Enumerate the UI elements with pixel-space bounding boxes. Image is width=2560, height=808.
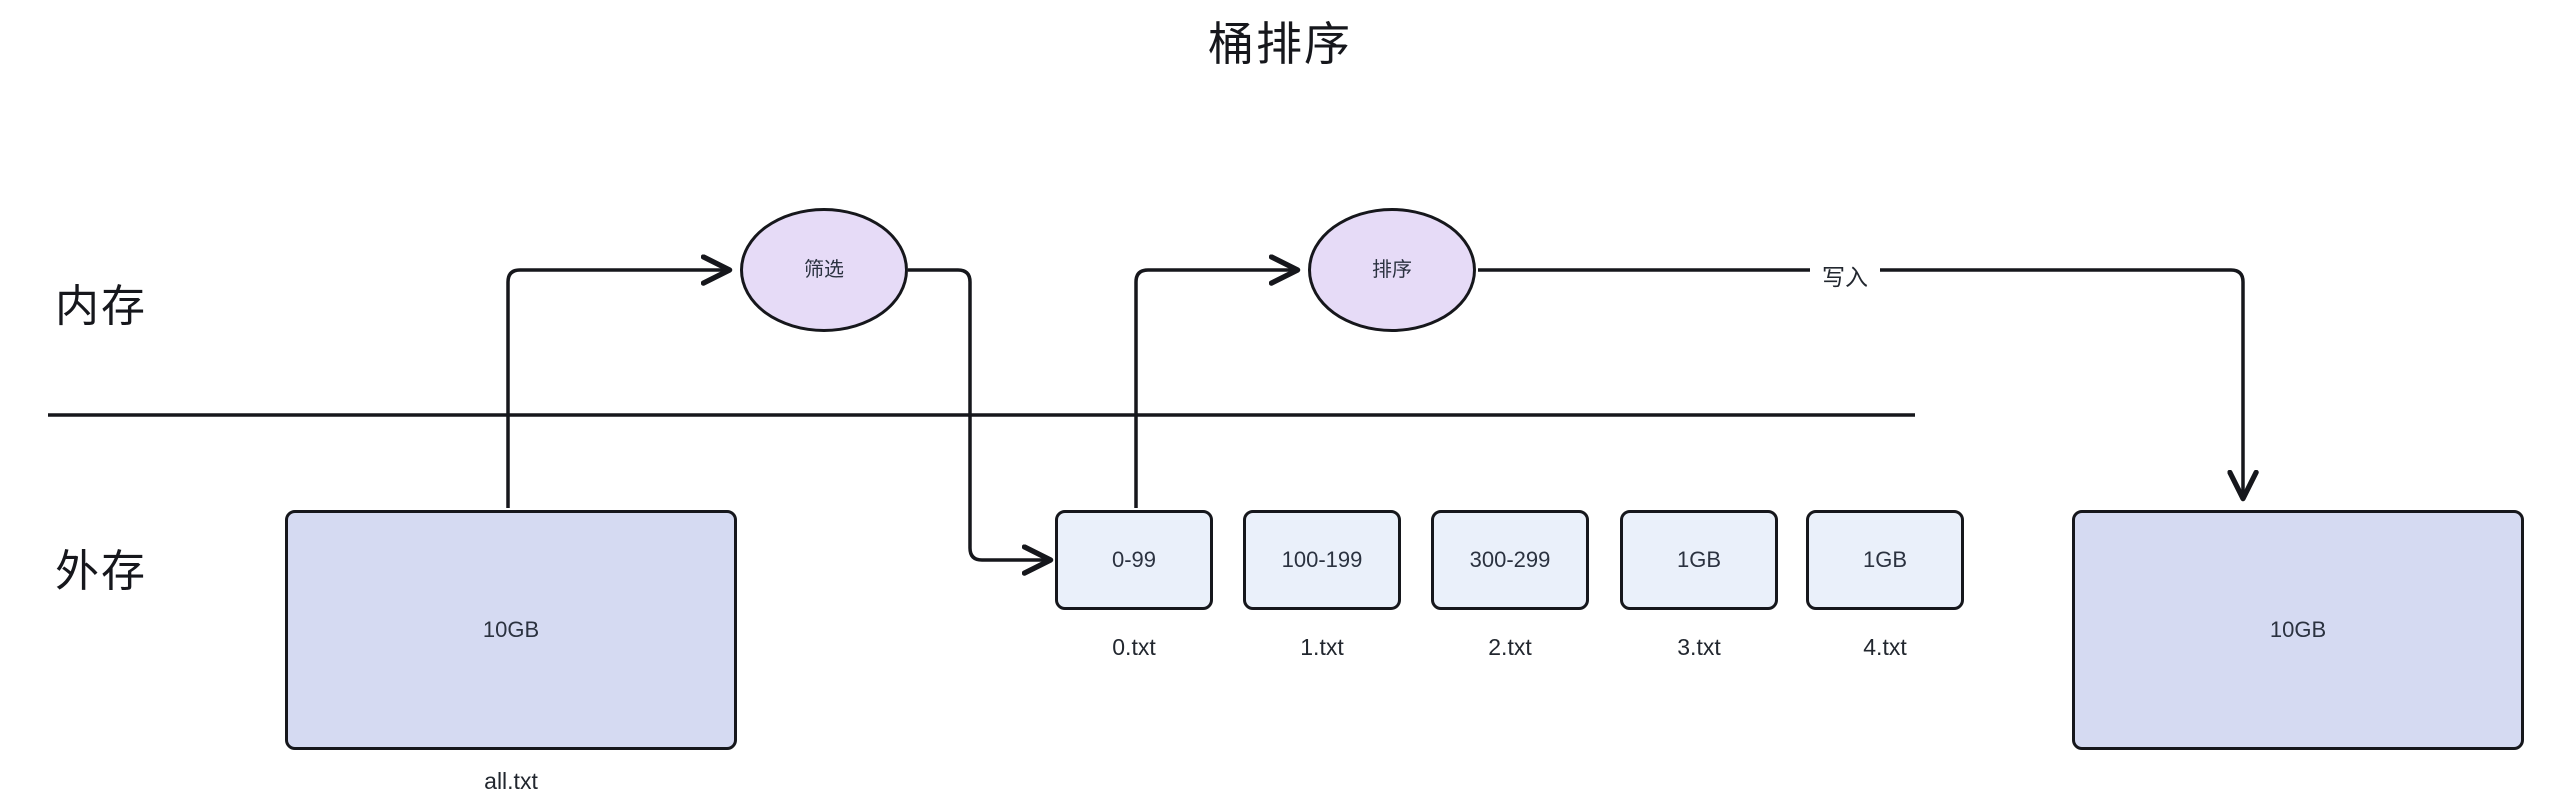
edge-label-write: 写入 bbox=[1810, 256, 1880, 294]
bucket-node-1[interactable]: 100-199 bbox=[1243, 510, 1401, 610]
process-node-filter-label: 筛选 bbox=[804, 259, 844, 281]
edge-source-to-filter bbox=[506, 254, 733, 508]
page-title: 桶排序 bbox=[1208, 18, 1352, 70]
edge-filter-to-bucket0 bbox=[908, 268, 1054, 576]
bucket-node-2[interactable]: 300-299 bbox=[1431, 510, 1589, 610]
bucket-node-4[interactable]: 1GB bbox=[1806, 510, 1964, 610]
bucket-node-0-caption: 0.txt bbox=[1112, 634, 1156, 660]
process-node-filter[interactable]: 筛选 bbox=[740, 208, 908, 332]
storage-node-source-value: 10GB bbox=[482, 616, 540, 642]
zone-label-memory: 内存 bbox=[55, 282, 147, 331]
storage-node-source[interactable]: 10GB bbox=[285, 510, 737, 750]
bucket-node-2-value: 300-299 bbox=[1469, 546, 1551, 572]
bucket-node-0-value: 0-99 bbox=[1111, 546, 1157, 572]
bucket-node-3[interactable]: 1GB bbox=[1620, 510, 1778, 610]
bucket-node-3-caption: 3.txt bbox=[1677, 634, 1721, 660]
storage-node-source-caption: all.txt bbox=[484, 768, 538, 794]
edge-sort-to-result bbox=[1478, 268, 2259, 502]
bucket-node-4-value: 1GB bbox=[1862, 546, 1908, 572]
storage-node-result[interactable]: 10GB bbox=[2072, 510, 2524, 750]
bucket-node-2-caption: 2.txt bbox=[1488, 634, 1532, 660]
bucket-node-1-caption: 1.txt bbox=[1300, 634, 1344, 660]
bucket-node-3-value: 1GB bbox=[1676, 546, 1722, 572]
bucket-node-0[interactable]: 0-99 bbox=[1055, 510, 1213, 610]
process-node-sort[interactable]: 排序 bbox=[1308, 208, 1476, 332]
bucket-node-4-caption: 4.txt bbox=[1863, 634, 1907, 660]
edge-bucket0-to-sort bbox=[1134, 254, 1301, 508]
storage-node-result-value: 10GB bbox=[2269, 616, 2327, 642]
process-node-sort-label: 排序 bbox=[1372, 259, 1412, 281]
bucket-node-1-value: 100-199 bbox=[1281, 546, 1363, 572]
zone-label-storage: 外存 bbox=[55, 547, 147, 596]
